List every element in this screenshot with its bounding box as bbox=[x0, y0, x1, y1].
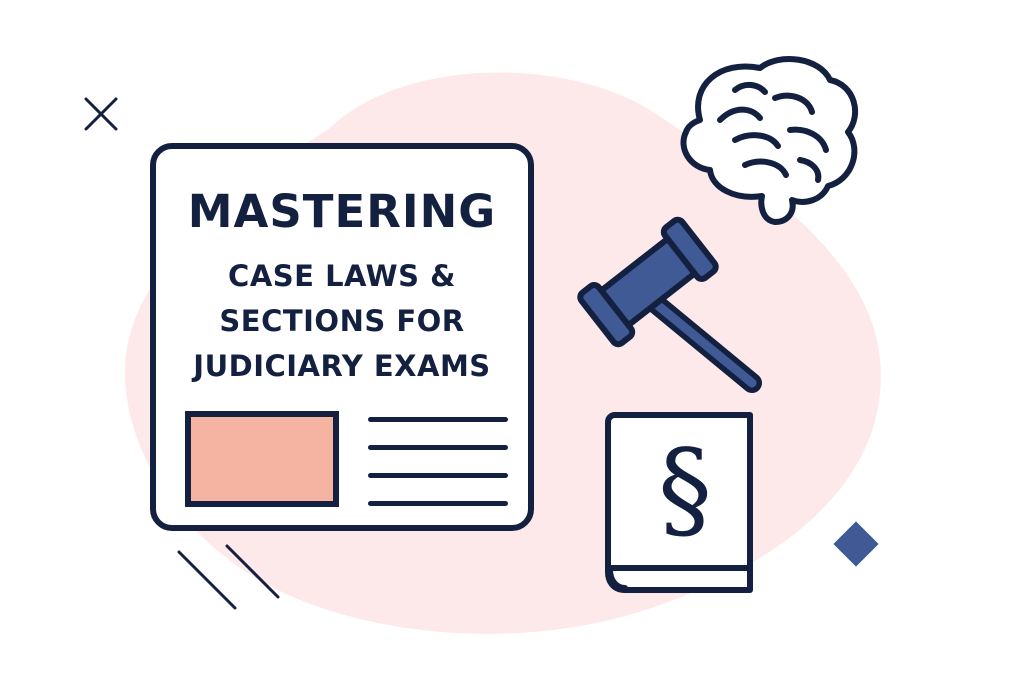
poster-subtitle-line-3: JUDICIARY EXAMS bbox=[193, 349, 491, 383]
image-placeholder bbox=[185, 411, 339, 507]
text-line bbox=[368, 501, 508, 506]
poster-card: MASTERING CASE LAWS & SECTIONS FOR JUDIC… bbox=[150, 143, 534, 531]
section-symbol: § bbox=[658, 427, 712, 552]
text-line bbox=[368, 473, 508, 478]
poster-subtitle-line-1: CASE LAWS & bbox=[228, 259, 456, 293]
text-line bbox=[368, 417, 508, 422]
diamond-icon bbox=[833, 521, 879, 567]
text-line bbox=[368, 445, 508, 450]
poster-title: MASTERING bbox=[187, 185, 497, 238]
slash-lines-icon bbox=[177, 544, 280, 610]
law-book-icon bbox=[605, 412, 753, 593]
close-cross-icon bbox=[84, 97, 118, 131]
brain-icon bbox=[680, 55, 859, 225]
gavel-icon bbox=[577, 216, 762, 393]
poster-subtitle-line-2: SECTIONS FOR bbox=[219, 304, 465, 338]
